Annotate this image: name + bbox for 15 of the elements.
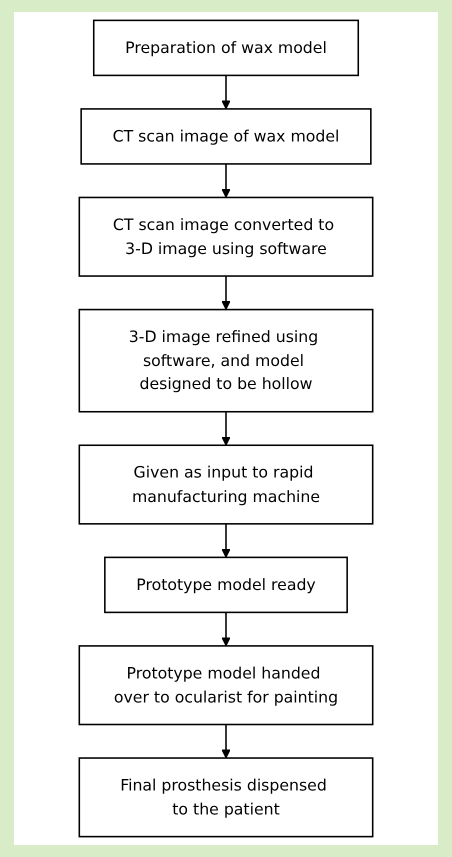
node-box: CT scan image of wax model xyxy=(80,108,372,165)
arrow xyxy=(221,524,231,558)
node-box: CT scan image converted to 3-D image using software xyxy=(78,196,374,277)
arrow xyxy=(221,164,231,198)
arrow xyxy=(221,724,231,758)
arrow xyxy=(221,612,231,646)
arrow xyxy=(221,276,231,310)
node-box: Prototype model handed over to ocularist for painting xyxy=(78,645,374,726)
node-box: Prototype model ready xyxy=(104,556,348,614)
node-box: Final prosthesis dispensed to the patient xyxy=(78,757,374,838)
node-box: 3-D image refined using software, and model designed to be hollow xyxy=(78,308,374,413)
arrow xyxy=(221,412,231,446)
node-box: Preparation of wax model xyxy=(92,20,360,76)
node-box: Given as input to rapid manufacturing machine xyxy=(78,444,374,525)
arrow xyxy=(221,75,231,110)
